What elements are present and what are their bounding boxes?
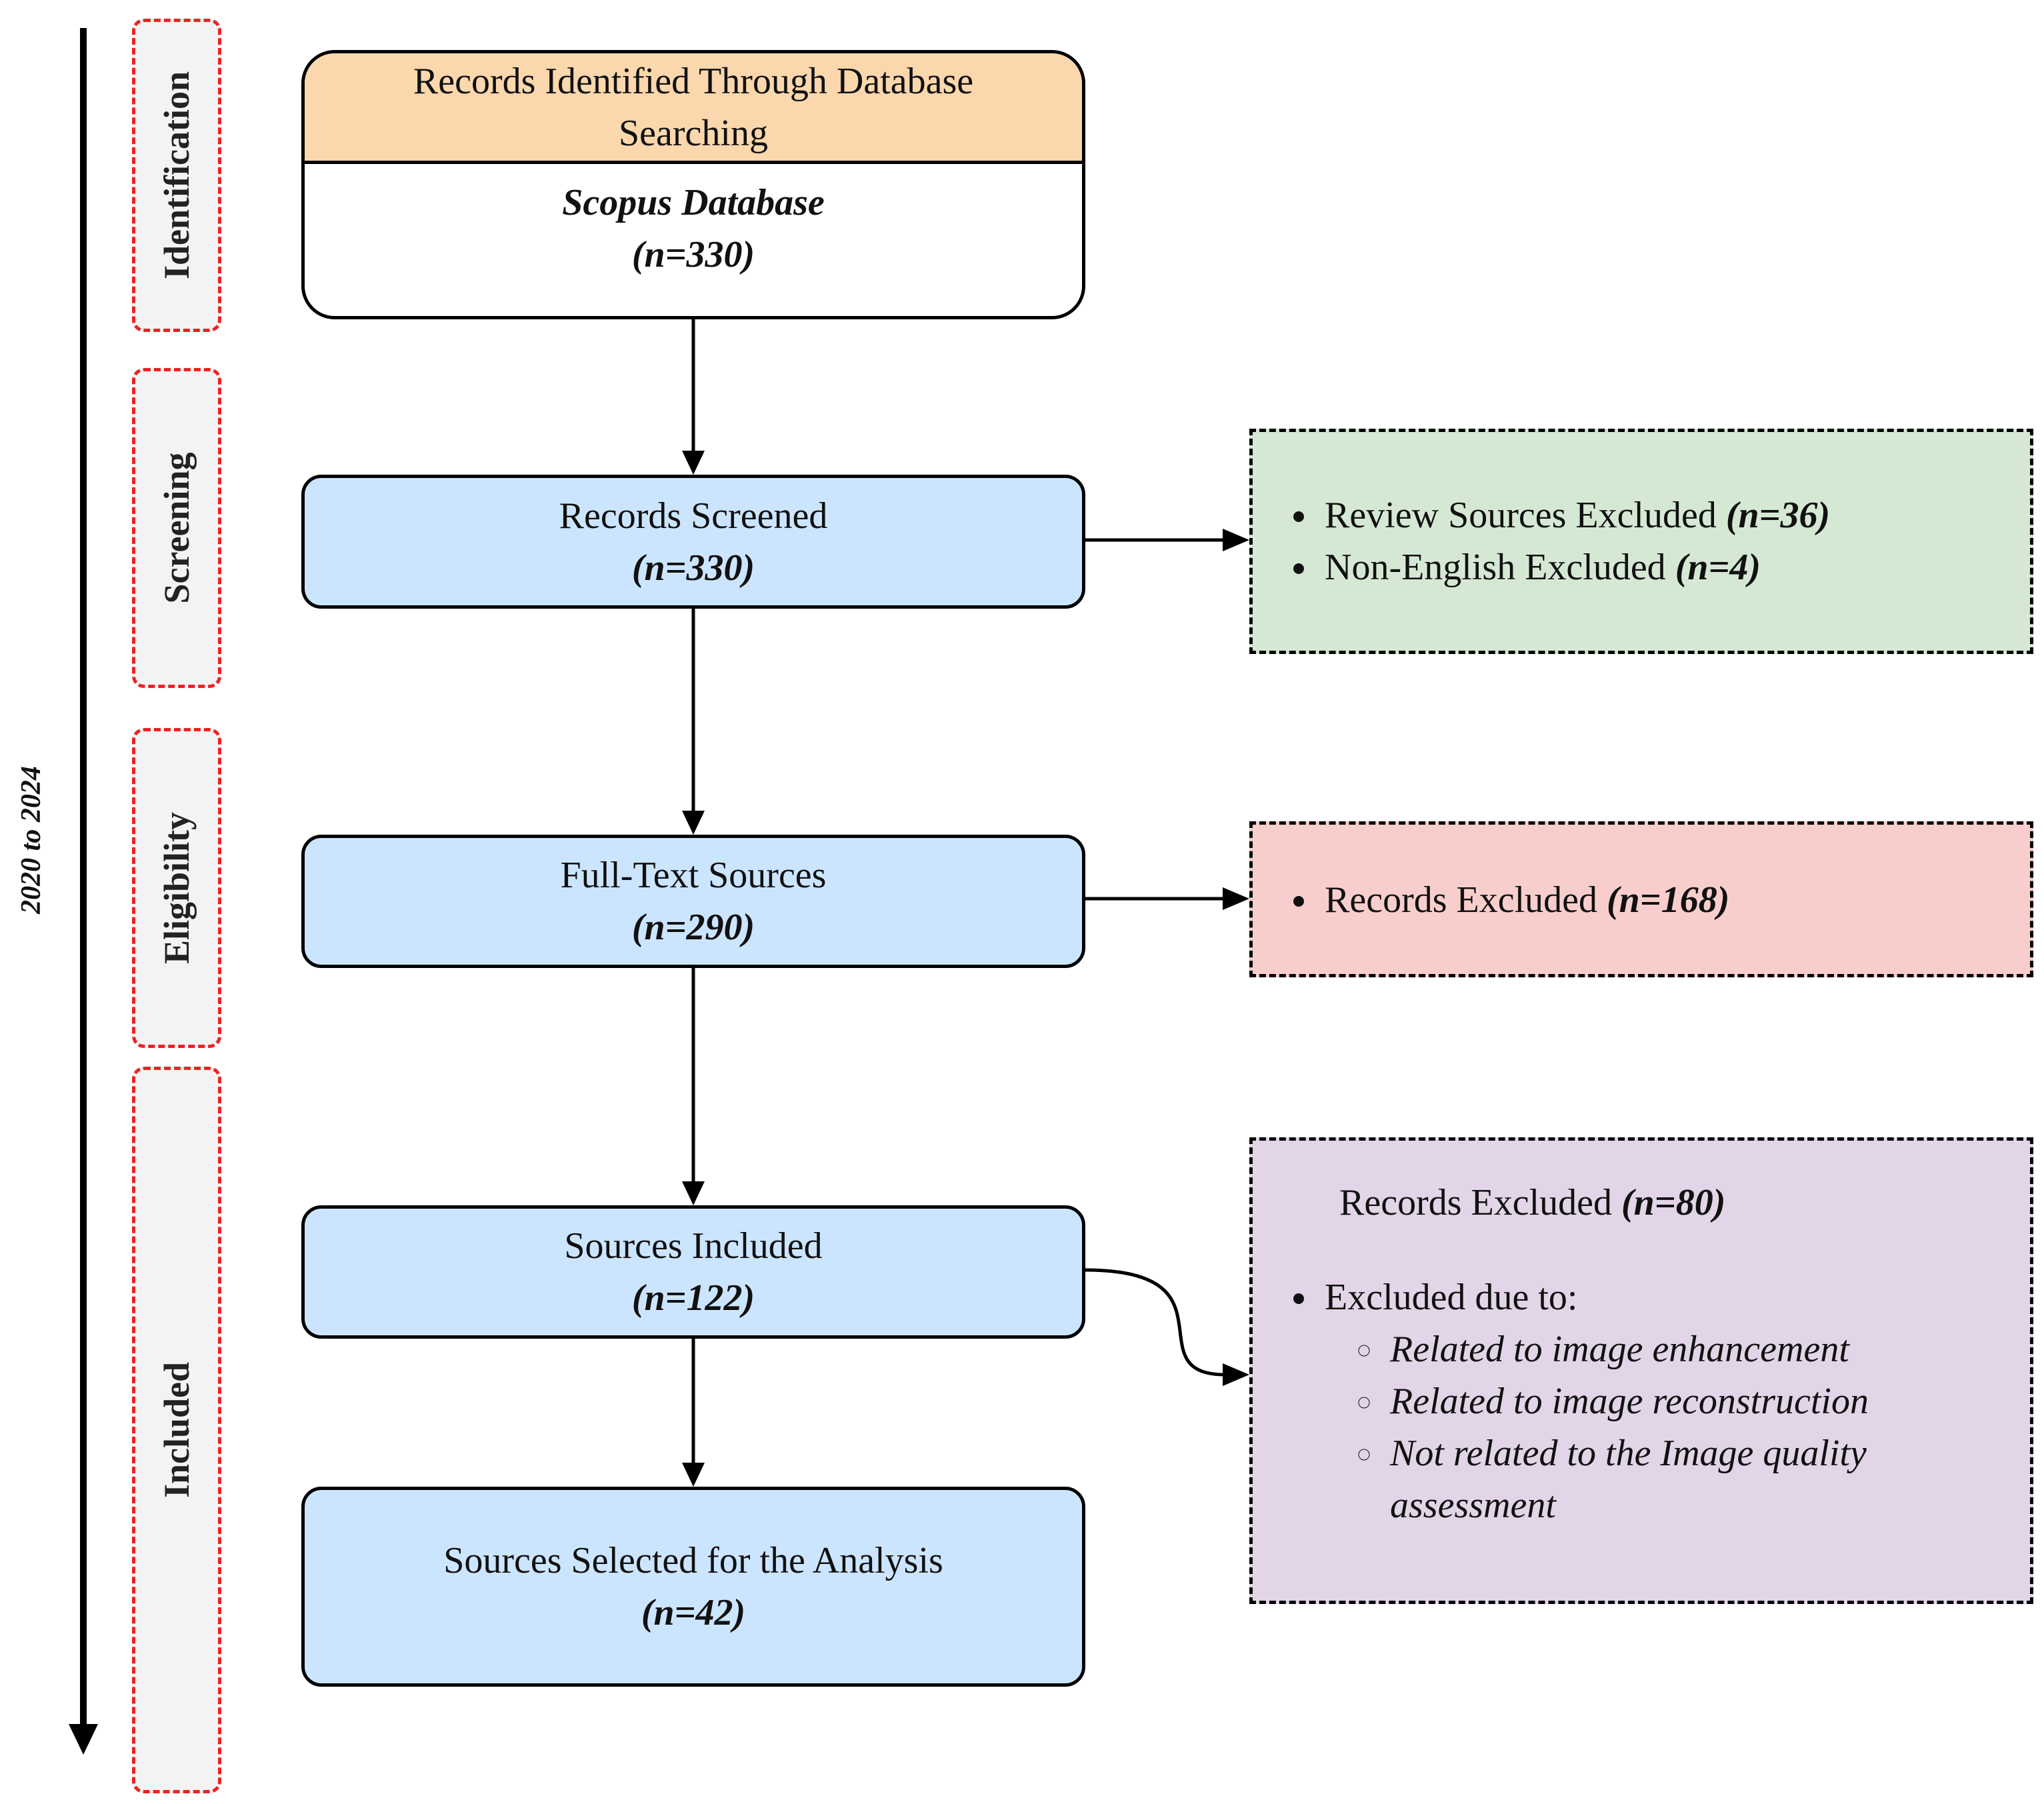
arrowhead-icon bbox=[682, 1463, 705, 1487]
stage-label: Screening bbox=[157, 452, 197, 604]
eligibility-exclusions-list: Records Excluded (n=168) bbox=[1253, 874, 2030, 926]
exclusion-reason: Related to image enhancement bbox=[1385, 1323, 2030, 1375]
sources-included-count: (n=122) bbox=[631, 1277, 755, 1319]
records-screened-label: Records Screened bbox=[559, 495, 828, 537]
arrowhead-icon bbox=[682, 1181, 705, 1205]
included-exclusions-list: Excluded due to: Related to image enhanc… bbox=[1253, 1271, 2030, 1531]
timeline-label-text: 2020 to 2024 bbox=[16, 766, 47, 914]
exclusion-text: Non-English Excluded bbox=[1325, 547, 1666, 588]
list-item: Review Sources Excluded (n=36) bbox=[1319, 489, 2030, 541]
screening-exclusions-list: Review Sources Excluded (n=36) Non-Engli… bbox=[1253, 489, 2030, 593]
list-item: Non-English Excluded (n=4) bbox=[1319, 541, 2030, 593]
arrowhead-icon bbox=[682, 451, 705, 475]
sources-selected-label: Sources Selected for the Analysis bbox=[443, 1540, 943, 1581]
exclusion-reasons-list: Related to image enhancement Related to … bbox=[1325, 1323, 2030, 1531]
identification-source: Scopus Database bbox=[562, 181, 825, 223]
identification-header: Records Identified Through Database Sear… bbox=[305, 53, 1082, 164]
fulltext-sources-box: Full-Text Sources (n=290) bbox=[301, 835, 1085, 968]
fulltext-sources-count: (n=290) bbox=[631, 907, 755, 948]
exclusion-text: Records Excluded bbox=[1325, 879, 1597, 921]
timeline-line bbox=[80, 28, 87, 1732]
arrow-included-to-exclusions bbox=[1085, 1268, 1226, 1377]
list-item: Records Excluded (n=168) bbox=[1319, 874, 2030, 926]
screening-exclusions-box: Review Sources Excluded (n=36) Non-Engli… bbox=[1249, 429, 2033, 654]
fulltext-sources-label: Full-Text Sources bbox=[560, 855, 827, 896]
stage-eligibility: Eligibility bbox=[132, 728, 221, 1048]
exclusion-reason: Related to image reconstruction bbox=[1385, 1375, 2030, 1427]
sources-selected-count: (n=42) bbox=[641, 1592, 746, 1633]
stage-label: Identification bbox=[157, 71, 197, 280]
stage-label: Included bbox=[157, 1361, 197, 1499]
exclusion-text: Review Sources Excluded bbox=[1325, 495, 1717, 536]
timeline-arrowhead-icon bbox=[69, 1724, 98, 1755]
included-exclusions-box: Records Excluded (n=80) Excluded due to:… bbox=[1249, 1137, 2033, 1604]
exclusion-reason: Not related to the Image quality assessm… bbox=[1385, 1427, 2030, 1531]
included-exclusions-count: (n=80) bbox=[1621, 1182, 1726, 1223]
stage-included: Included bbox=[132, 1067, 221, 1793]
exclusion-count: (n=4) bbox=[1675, 547, 1761, 588]
identification-body: Scopus Database (n=330) bbox=[305, 164, 1082, 316]
stage-screening: Screening bbox=[132, 368, 221, 688]
arrowhead-icon bbox=[1223, 1363, 1249, 1386]
identification-count: (n=330) bbox=[631, 233, 755, 275]
sources-included-box: Sources Included (n=122) bbox=[301, 1205, 1085, 1339]
stage-identification: Identification bbox=[132, 19, 221, 332]
arrowhead-icon bbox=[682, 811, 705, 835]
included-exclusions-title: Records Excluded (n=80) bbox=[1253, 1177, 2030, 1229]
records-screened-count: (n=330) bbox=[631, 547, 755, 589]
exclusion-count: (n=168) bbox=[1606, 879, 1730, 921]
list-item: Excluded due to: Related to image enhanc… bbox=[1319, 1271, 2030, 1531]
included-exclusions-title-text: Records Excluded bbox=[1339, 1182, 1612, 1223]
arrowhead-icon bbox=[1223, 887, 1249, 910]
stage-label: Eligibility bbox=[157, 811, 197, 965]
sources-selected-box: Sources Selected for the Analysis (n=42) bbox=[301, 1487, 1085, 1687]
exclusion-reason-label: Excluded due to: bbox=[1325, 1277, 1578, 1318]
arrowhead-icon bbox=[1223, 529, 1249, 551]
sources-included-label: Sources Included bbox=[564, 1225, 823, 1267]
exclusion-count: (n=36) bbox=[1725, 495, 1831, 536]
eligibility-exclusions-box: Records Excluded (n=168) bbox=[1249, 821, 2033, 977]
identification-box: Records Identified Through Database Sear… bbox=[301, 50, 1085, 319]
records-screened-box: Records Screened (n=330) bbox=[301, 475, 1085, 609]
